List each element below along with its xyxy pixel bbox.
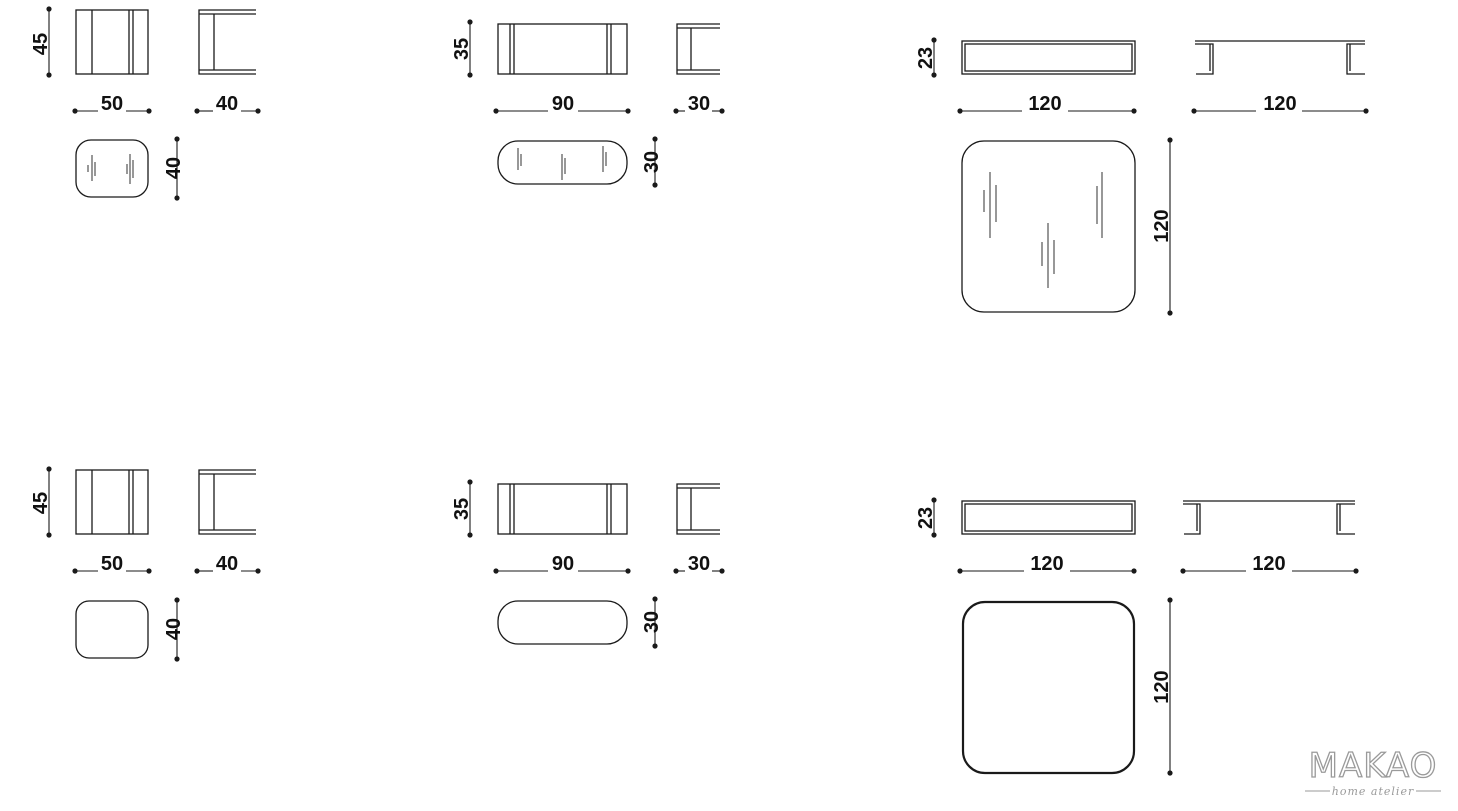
side-width-dimension: 30 <box>673 553 725 575</box>
plan-depth-dimension: 40 <box>163 136 185 201</box>
medium-table-plain: 35 90 30 30 <box>451 479 725 649</box>
small-table-plain: 45 50 40 40 <box>30 466 261 662</box>
plan-view <box>75 139 149 198</box>
plan-view <box>961 140 1136 313</box>
height-dimension: 35 <box>451 19 473 78</box>
front-elevation <box>497 23 628 75</box>
side-elevation <box>1195 40 1365 75</box>
front-elevation <box>961 500 1136 535</box>
height-label: 45 <box>30 33 52 55</box>
height-dimension: 45 <box>30 466 52 538</box>
marble-veins <box>87 154 134 184</box>
width-dimension: 120 <box>957 93 1137 115</box>
side-width-dimension: 120 <box>1180 553 1359 575</box>
width-dimension: 120 <box>957 553 1137 575</box>
large-table-plain: 23 120 120 120 <box>915 497 1359 776</box>
plan-depth-dimension: 120 <box>1151 597 1173 776</box>
side-width-label: 30 <box>688 93 710 115</box>
width-label: 50 <box>101 93 123 115</box>
front-elevation <box>961 40 1136 75</box>
width-dimension: 90 <box>493 553 631 575</box>
height-dimension: 35 <box>451 479 473 538</box>
side-width-label: 40 <box>216 553 238 575</box>
plan-depth-label: 120 <box>1151 670 1173 703</box>
height-label: 23 <box>915 507 937 529</box>
height-label: 45 <box>30 492 52 514</box>
height-dimension: 45 <box>30 6 52 78</box>
width-label: 50 <box>101 553 123 575</box>
height-dimension: 23 <box>915 37 937 78</box>
plan-depth-dimension: 40 <box>163 597 185 662</box>
plan-depth-dimension: 120 <box>1151 137 1173 316</box>
large-table-marble: 23 120 120 <box>915 37 1369 316</box>
height-label: 35 <box>451 498 473 520</box>
width-label: 120 <box>1028 93 1061 115</box>
width-dimension: 90 <box>493 93 631 115</box>
plan-depth-dimension: 30 <box>641 596 663 649</box>
height-label: 23 <box>915 47 937 69</box>
brand-tagline: home atelier <box>1332 785 1414 798</box>
marble-veins <box>983 172 1103 288</box>
plan-depth-dimension: 30 <box>641 136 663 188</box>
plan-view <box>75 600 149 659</box>
side-elevation <box>198 469 256 535</box>
front-elevation <box>75 9 149 75</box>
width-dimension: 50 <box>72 553 152 575</box>
height-label: 35 <box>451 38 473 60</box>
side-elevation <box>198 9 256 75</box>
width-dimension: 50 <box>72 93 152 115</box>
width-label: 90 <box>552 553 574 575</box>
brand-logo-text: MAKAO <box>1309 746 1438 786</box>
front-elevation <box>75 469 149 535</box>
width-label: 90 <box>552 93 574 115</box>
side-width-dimension: 40 <box>194 553 261 575</box>
side-width-label: 120 <box>1263 93 1296 115</box>
side-width-dimension: 40 <box>194 93 261 115</box>
side-elevation <box>676 483 720 535</box>
plan-depth-label: 120 <box>1151 209 1173 242</box>
side-width-dimension: 120 <box>1191 93 1369 115</box>
brand-watermark: MAKAO home atelier <box>1305 745 1441 798</box>
plan-view <box>497 140 628 185</box>
side-width-label: 120 <box>1252 553 1285 575</box>
side-width-label: 40 <box>216 93 238 115</box>
side-width-label: 30 <box>688 553 710 575</box>
plan-depth-label: 30 <box>641 611 663 633</box>
medium-table-marble: 35 90 30 30 <box>451 19 725 188</box>
front-elevation <box>497 483 628 535</box>
plan-view <box>497 600 628 645</box>
plan-depth-label: 40 <box>163 618 185 640</box>
width-label: 120 <box>1030 553 1063 575</box>
plan-depth-label: 40 <box>163 157 185 179</box>
small-table-marble: 45 50 40 40 <box>30 6 261 201</box>
height-dimension: 23 <box>915 497 937 538</box>
side-width-dimension: 30 <box>673 93 725 115</box>
side-elevation <box>676 23 720 75</box>
marble-veins <box>517 146 607 180</box>
plan-depth-label: 30 <box>641 151 663 173</box>
side-elevation <box>1183 500 1355 535</box>
plan-view <box>961 600 1136 775</box>
